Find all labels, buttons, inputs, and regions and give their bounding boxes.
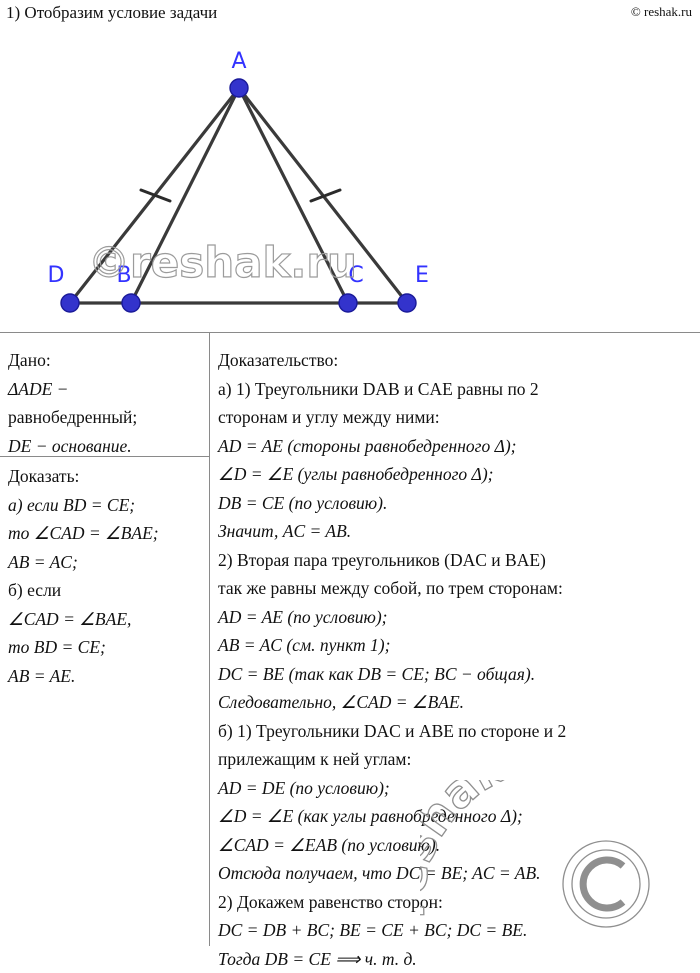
proof-line-9: AD = AE (по условию); bbox=[218, 603, 696, 632]
proof-heading: Доказательство: bbox=[218, 346, 696, 375]
proof-line-21: Тогда DB = CE ⟹ ч. т. д. bbox=[218, 945, 696, 973]
vertex-label-D: D bbox=[48, 263, 65, 288]
prove-line-2: то ∠CAD = ∠BAE; bbox=[8, 519, 208, 548]
vertex-B bbox=[122, 294, 140, 312]
prove-line-5: ∠CAD = ∠BAE, bbox=[8, 605, 208, 634]
prove-block: Доказать: а) если BD = CE; то ∠CAD = ∠BA… bbox=[8, 462, 208, 690]
proof-line-4: ∠D = ∠E (углы равнобедренного Δ); bbox=[218, 460, 696, 489]
prove-line-6: то BD = CE; bbox=[8, 633, 208, 662]
proof-line-20: DC = DB + BC; BE = CE + BC; DC = BE. bbox=[218, 916, 696, 945]
proof-line-16: ∠D = ∠E (как углы равнобреденного Δ); bbox=[218, 802, 696, 831]
page-title: 1) Отобразим условие задачи bbox=[6, 2, 217, 24]
proof-line-5: DB = CE (по условию). bbox=[218, 489, 696, 518]
given-block: Дано: ΔADE − равнобедренный; DE − основа… bbox=[8, 346, 208, 460]
given-line-3: DE − основание. bbox=[8, 432, 208, 461]
copyright-notice: © reshak.ru bbox=[631, 3, 692, 21]
prove-line-4: б) если bbox=[8, 576, 208, 605]
proof-line-3: AD = AE (стороны равнобедренного Δ); bbox=[218, 432, 696, 461]
proof-line-14: прилежащим к ней углам: bbox=[218, 745, 696, 774]
proof-block: Доказательство: а) 1) Треугольники DAB и… bbox=[218, 346, 696, 973]
prove-line-1: а) если BD = CE; bbox=[8, 491, 208, 520]
prove-line-7: AB = AE. bbox=[8, 662, 208, 691]
proof-line-1: а) 1) Треугольники DAB и CAE равны по 2 bbox=[218, 375, 696, 404]
given-line-1: ΔADE − bbox=[8, 375, 208, 404]
vertex-D bbox=[61, 294, 79, 312]
vertex-label-C: C bbox=[348, 263, 363, 288]
proof-line-10: AB = AC (см. пункт 1); bbox=[218, 631, 696, 660]
proof-line-6: Значит, AC = AB. bbox=[218, 517, 696, 546]
vertex-label-A: A bbox=[231, 49, 246, 74]
proof-line-8: так же равны между собой, по трем сторон… bbox=[218, 574, 696, 603]
vertex-label-B: B bbox=[116, 263, 131, 288]
proof-line-11: DC = BE (так как DB = CE; BC − общая). bbox=[218, 660, 696, 689]
divider-columns bbox=[209, 332, 210, 946]
proof-line-17: ∠CAD = ∠EAB (по условию). bbox=[218, 831, 696, 860]
prove-line-3: AB = AC; bbox=[8, 548, 208, 577]
proof-line-18: Отсюда получаем, что DC = BE; AC = AB. bbox=[218, 859, 696, 888]
proof-line-7: 2) Вторая пара треугольников (DAC и BAE) bbox=[218, 546, 696, 575]
segment-AB bbox=[131, 88, 239, 303]
proof-line-13: б) 1) Треугольники DAC и ABE по стороне … bbox=[218, 717, 696, 746]
proof-line-19: 2) Докажем равенство сторон: bbox=[218, 888, 696, 917]
proof-line-15: AD = DE (по условию); bbox=[218, 774, 696, 803]
segment-AC bbox=[239, 88, 348, 303]
vertex-A bbox=[230, 79, 248, 97]
proof-line-12: Следовательно, ∠CAD = ∠BAE. bbox=[218, 688, 696, 717]
vertex-label-E: E bbox=[415, 263, 429, 288]
geometry-figure: A D B C E ©reshak.ru bbox=[0, 40, 470, 330]
given-heading: Дано: bbox=[8, 346, 208, 375]
proof-line-2: сторонам и углу между ними: bbox=[218, 403, 696, 432]
prove-heading: Доказать: bbox=[8, 462, 208, 491]
figure-tick-marks bbox=[141, 190, 340, 201]
vertex-E bbox=[398, 294, 416, 312]
vertex-C bbox=[339, 294, 357, 312]
given-line-2: равнобедренный; bbox=[8, 403, 208, 432]
divider-top bbox=[0, 332, 700, 333]
